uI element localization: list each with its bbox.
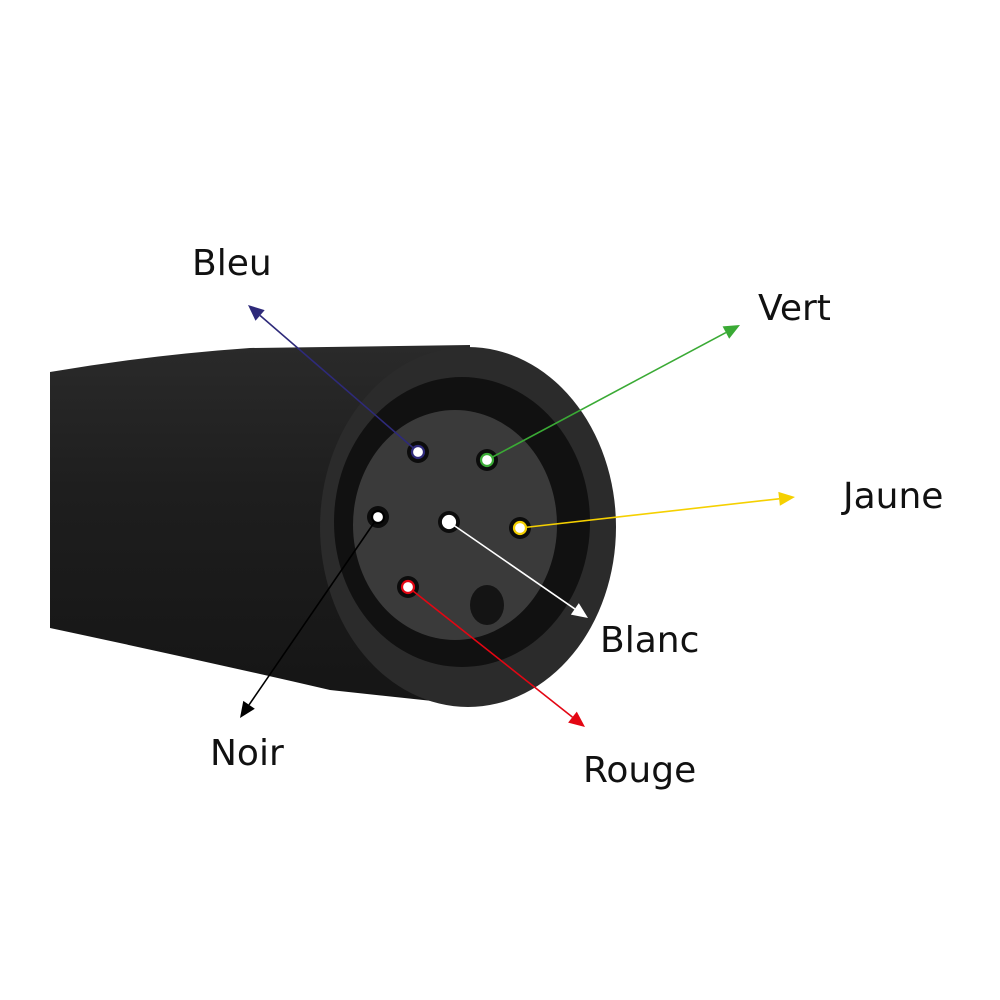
leader-line-rouge (407, 586, 573, 718)
leader-line-bleu (259, 314, 419, 453)
pin-marker-rouge (400, 579, 416, 595)
key-notch (470, 585, 504, 625)
pin-marker-noir (370, 509, 386, 525)
arrowhead-bleu (248, 305, 265, 321)
pin-label-rouge: Rouge (583, 750, 696, 791)
pin-marker-jaune (512, 520, 528, 536)
pin-marker-bleu (410, 444, 426, 460)
leader-line-vert (486, 331, 727, 461)
leader-line-blanc (448, 521, 576, 610)
pin-label-bleu: Bleu (192, 243, 272, 284)
arrowhead-noir (240, 700, 255, 718)
pin-label-noir: Noir (210, 733, 284, 774)
pin-marker-blanc (441, 514, 457, 530)
pin-label-vert: Vert (758, 288, 831, 329)
leader-line-noir (248, 516, 379, 706)
leader-line-jaune (519, 497, 780, 529)
arrowhead-rouge (568, 711, 585, 727)
pin-label-jaune: Jaune (841, 476, 943, 517)
pin-marker-vert (479, 452, 495, 468)
arrowhead-vert (722, 325, 740, 339)
arrowhead-blanc (570, 603, 588, 618)
arrowhead-jaune (778, 491, 795, 506)
pin-label-blanc: Blanc (600, 620, 699, 661)
